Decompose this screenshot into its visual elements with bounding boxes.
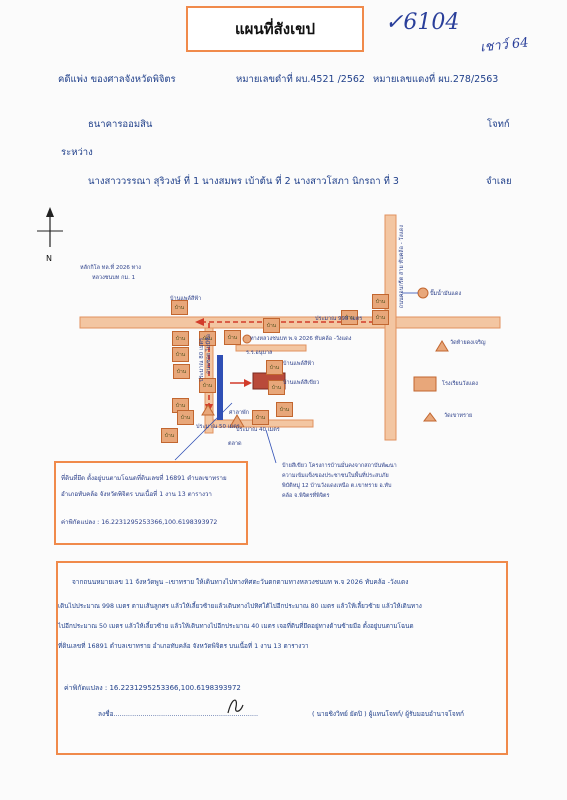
legend-coordinates: ค่าพิกัดแปลง : 16.2231295253366,100.6198… — [61, 519, 218, 526]
school-label: ร.ร.อนุบาล — [246, 350, 273, 356]
document-title: แผนที่สังเขป — [235, 20, 315, 38]
handwritten-note: เชาว์ 64 — [479, 35, 530, 56]
side-road — [384, 214, 397, 441]
court-label: คดีแพ่ง ของศาลจังหวัดพิจิตร — [58, 74, 176, 85]
house-label-blue: บ้านแพล์สีฟ้า — [170, 296, 202, 302]
unnamed-lane-label: ถนนซอย ไม่มีชื่อ — [206, 334, 212, 374]
house-icon: บ้าน — [266, 360, 283, 375]
house-icon: บ้าน — [276, 402, 293, 417]
legend-line-1: ที่ดินที่ยึด ตั้งอยู่บนตามโฉนดที่ดินเลขท… — [61, 475, 227, 482]
market-label: ตลาด — [228, 441, 242, 447]
school-label-2: โรงเรียนวังแดง — [442, 381, 478, 387]
signatory-name: ( นายชิงวิทย์ ยัดปิ ) ผู้แทนโจทก์/ ผู้รั… — [312, 710, 464, 718]
km-post-label-2: หลวงชนบท กม. 1 — [92, 275, 136, 281]
gas-station-label: ปั๊มน้ำมันแดง — [430, 291, 462, 297]
mid-lane — [235, 344, 307, 352]
temple-icon — [201, 404, 215, 416]
blue-bar — [217, 355, 223, 420]
temple-icon — [423, 412, 437, 422]
pavilion-label: ศาลาพัก — [229, 410, 249, 416]
lane-distance-label-2: ประมาณ 40 เมตร — [236, 427, 280, 433]
sign-text-4: คล้อ จ.พิจิตรที่พิจิตร — [282, 493, 330, 499]
sign-text-1: ป้ายสีเขียว โครงการบ้านมั่นคงจากสถาบันพั… — [282, 463, 397, 469]
house-icon: บ้าน — [268, 380, 285, 395]
signature-mark — [227, 699, 244, 714]
directions-box: จากถนนหมายเลข 11 จังหวัดพูน –เขาทราย ให้… — [56, 561, 508, 755]
black-case-number: หมายเลขดำที่ ผบ.4521 /2562 — [236, 74, 365, 85]
directions-line-1: จากถนนหมายเลข 11 จังหวัดพูน –เขาทราย ให้… — [72, 578, 409, 586]
red-case-number: หมายเลขแดงที่ ผบ.278/2563 — [373, 74, 499, 85]
landmark-icon — [242, 334, 252, 344]
house-icon: บ้าน — [341, 310, 358, 325]
house-icon: บ้าน — [161, 428, 178, 443]
house-icon: บ้าน — [172, 347, 189, 362]
sign-pointer — [265, 429, 277, 464]
lane-50m-label: ประมาณ 50 เมตร — [196, 424, 240, 430]
title-box: แผนที่สังเขป — [186, 6, 364, 52]
house-icon: บ้าน — [171, 300, 188, 315]
km-post-label: หลักกิโล ทล.ที่ 2026 ทาง — [80, 265, 141, 271]
house-icon: บ้าน — [199, 331, 216, 346]
house-icon: บ้าน — [172, 331, 189, 346]
north-arrow-icon — [37, 207, 63, 247]
defendants-names: นางสาววรรณา สุริวงษ์ ที่ 1 นางสมพร เบ้าต… — [88, 176, 399, 187]
legend-line-2: อำเภอทับคล้อ จังหวัดพิจิตร บนเนื้อที่ 1 … — [61, 491, 212, 498]
plot-legend-box: ที่ดินที่ยึด ตั้งอยู่บนตามโฉนดที่ดินเลขท… — [54, 461, 248, 545]
directions-line-2: เดินไปประมาณ 998 เมตร ตามเส้นลูกศร แล้วใ… — [58, 603, 422, 610]
sign-text-2: ความเข้มแข็งของประชาชนในพื้นที่ประสบภัย — [282, 473, 389, 479]
temple-icon — [229, 414, 245, 428]
temple-label-2: วัดเขาทราย — [444, 413, 473, 419]
handwritten-number: ✓6104 — [385, 10, 460, 35]
directions-line-3: ไปอีกประมาณ 50 เมตร แล้วให้เลี้ยวซ้าย แล… — [58, 623, 414, 630]
house-icon: บ้าน — [372, 294, 389, 309]
shop-icon — [417, 287, 429, 299]
plaintiff-role: โจทก์ — [487, 119, 510, 130]
temple-icon — [435, 340, 449, 352]
legend-pointer — [174, 402, 233, 461]
house-icon: บ้าน — [252, 410, 269, 425]
house-icon: บ้าน — [173, 364, 190, 379]
directions-line-4: ที่ดินเลขที่ 16891 ตำบลเขาทราย อำเภอทับค… — [58, 642, 309, 650]
signature-line: ลงชื่อ..................................… — [98, 710, 259, 718]
house-label-green: บ้านแพล์สีเขียว — [283, 380, 320, 386]
plaintiff-name: ธนาคารออมสิน — [88, 119, 153, 130]
sign-text-3: พิบัติหมู่ 12 บ้านวังแดงเหนือ ต.เขาทราย … — [282, 483, 392, 489]
side-road-label: ถนนคอนกรีต สาย ทับคล้อ - วังแดง — [399, 225, 405, 309]
road-distance-label: ประมาณ 998 เมตร — [315, 316, 363, 322]
defendant-role: จำเลย — [486, 176, 512, 187]
highway-label: ทางหลวงชนบท พ.จ 2026 ทับคล้อ -วังแดง — [250, 336, 352, 342]
between-label: ระหว่าง — [61, 147, 93, 158]
house-icon: บ้าน — [372, 310, 389, 325]
house-icon: บ้าน — [177, 410, 194, 425]
house-label-blue-2: บ้านแพล์สีฟ้า — [283, 361, 315, 367]
directions-coordinates: ค่าพิกัดแปลง : 16.2231295253366,100.6198… — [64, 684, 241, 692]
house-icon: บ้าน — [263, 318, 280, 333]
school-icon — [413, 376, 437, 392]
house-icon: บ้าน — [224, 330, 241, 345]
house-icon: บ้าน — [199, 378, 216, 393]
north-label: N — [46, 254, 52, 263]
temple-label-1: วัดท้ายดงเจริญ — [450, 340, 486, 346]
